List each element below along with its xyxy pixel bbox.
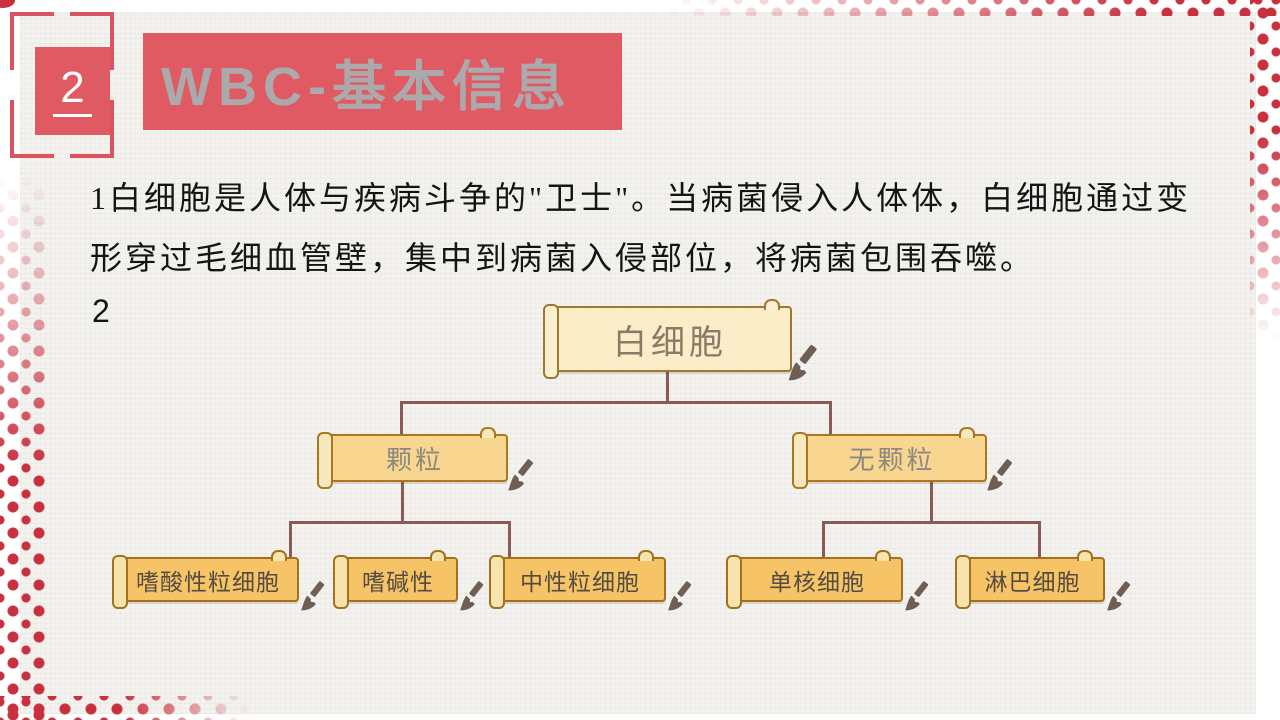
connector-drop-neutrophil [508, 521, 511, 558]
scroll-roll-icon [792, 432, 808, 489]
scroll-knob-icon [764, 299, 780, 310]
brush-icon [508, 459, 533, 491]
tree-node-granule: 颗粒 [317, 427, 533, 491]
tree-node-monocyte: 单核细胞 [726, 550, 929, 611]
connector-granule-stem [401, 482, 404, 523]
connector-drop-granule [400, 401, 403, 434]
brush-icon [301, 581, 325, 611]
scroll-roll-icon [543, 304, 559, 379]
scroll-knob-icon [1077, 550, 1093, 561]
scroll-knob-icon [430, 550, 446, 561]
page-number-box: 2 [35, 47, 110, 135]
bracket-corner-icon [70, 12, 114, 70]
bracket-corner-icon [10, 100, 54, 158]
list-marker: 2 [92, 293, 110, 329]
bracket-corner-icon [10, 12, 54, 70]
tree-node-label: 白细胞 [613, 323, 727, 362]
connector-drop-eosinophil [289, 521, 292, 558]
tree-node-lymphocyte: 淋巴细胞 [955, 550, 1131, 611]
page-number: 2 [53, 65, 92, 117]
tree-node-neutrophil: 中性粒细胞 [489, 550, 692, 611]
brush-icon [905, 581, 929, 611]
connector-drop-lymphocyte [1038, 521, 1041, 558]
tree-node-label: 颗粒 [385, 444, 444, 475]
brush-icon [1107, 581, 1131, 611]
connector-granule-bar [289, 521, 511, 524]
tree-node-wbc: 白细胞 [543, 299, 817, 381]
brush-icon [788, 345, 817, 381]
tree-node-label: 单核细胞 [769, 568, 865, 595]
scroll-knob-icon [959, 427, 975, 438]
scroll-roll-icon [726, 555, 742, 609]
scroll-roll-icon [333, 555, 349, 609]
brush-icon [460, 581, 484, 611]
connector-agranule-bar [822, 521, 1041, 524]
tree-node-label: 中性粒细胞 [520, 568, 640, 595]
connector-drop-agranule [829, 401, 832, 434]
corner-dot [0, 0, 15, 8]
scroll-knob-icon [271, 550, 287, 561]
scroll-roll-icon [955, 555, 971, 609]
tree-node-eosinophil: 嗜酸性粒细胞 [112, 550, 325, 611]
connector-drop-monocyte [822, 521, 825, 558]
tree-node-label: 嗜碱性 [362, 568, 434, 595]
brush-icon [987, 459, 1012, 491]
body-paragraph: 1白细胞是人体与疾病斗争的"卫士"。当病菌侵入人体体，白细胞通过变形穿过毛细血管… [90, 180, 1192, 276]
tree-node-label: 淋巴细胞 [984, 568, 1081, 595]
slide-title: WBC-基本信息 [161, 57, 572, 117]
tree-node-agranule: 无颗粒 [792, 427, 1012, 491]
scroll-knob-icon [638, 550, 654, 561]
scroll-knob-icon [875, 550, 891, 561]
connector-agranule-stem [930, 482, 933, 523]
brush-icon [668, 581, 692, 611]
connector-root-bar [400, 401, 832, 404]
tree-node-label: 无颗粒 [848, 444, 936, 475]
tree-node-label: 嗜酸性粒细胞 [136, 568, 280, 595]
scroll-knob-icon [480, 427, 496, 438]
scroll-roll-icon [317, 432, 333, 489]
title-bar: WBC-基本信息 [143, 33, 622, 130]
tree-node-basophil: 嗜碱性 [333, 550, 484, 611]
bracket-corner-icon [70, 100, 114, 158]
page-number-badge: 2 [10, 12, 114, 158]
connector-root-stem [666, 372, 669, 403]
scroll-roll-icon [112, 555, 128, 609]
scroll-roll-icon [489, 555, 505, 609]
